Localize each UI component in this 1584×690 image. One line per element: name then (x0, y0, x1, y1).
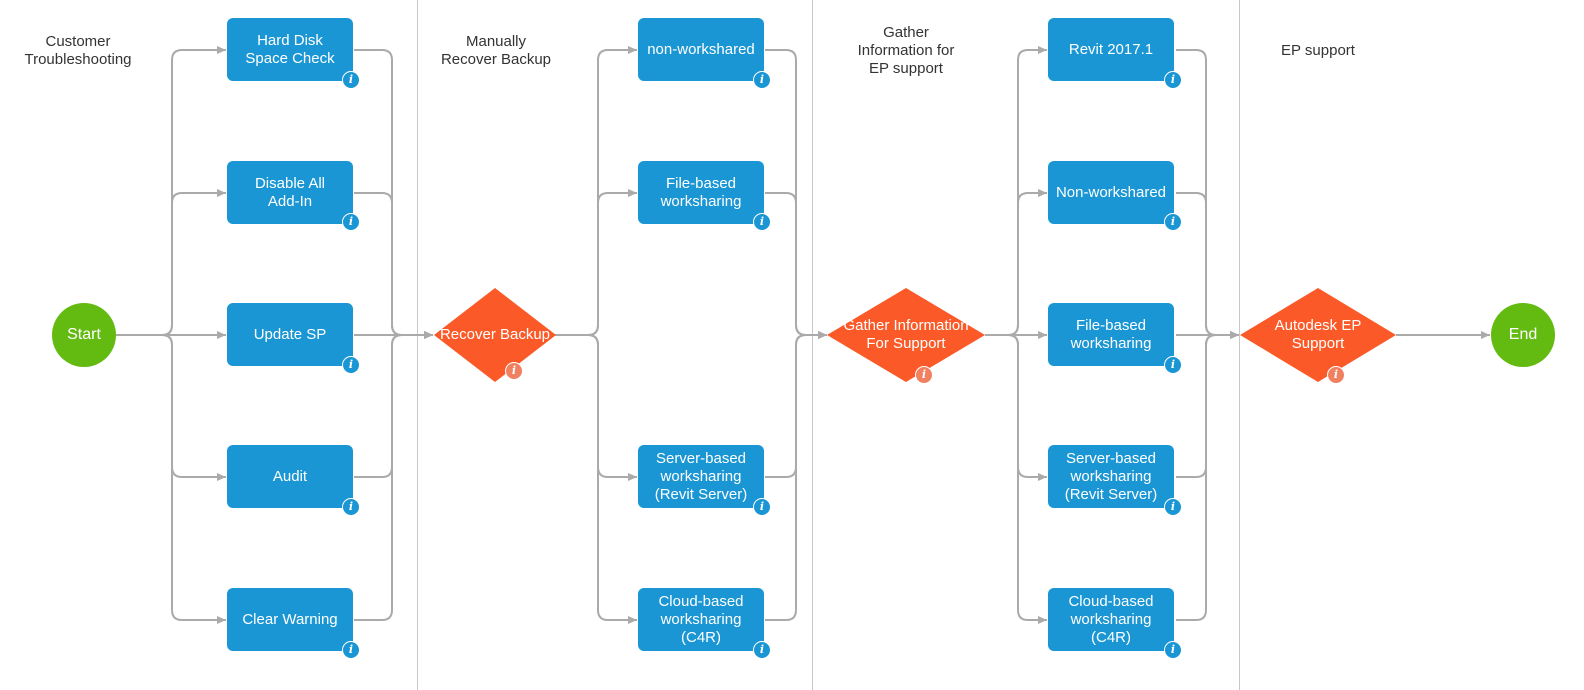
connector (555, 334, 637, 624)
task-non-workshared[interactable]: non-workshared (638, 18, 764, 81)
connector (354, 192, 433, 339)
info-icon[interactable]: i (1164, 213, 1182, 231)
lane-title-manually-recover-backup: Manually Recover Backup (440, 33, 552, 68)
info-icon[interactable]: i (753, 213, 771, 231)
task-disable-all-add-in[interactable]: Disable All Add-In (227, 161, 353, 224)
info-icon[interactable]: i (753, 498, 771, 516)
lane-divider (812, 0, 813, 690)
lane-title-customer-troubleshooting: Customer Troubleshooting (24, 33, 132, 68)
task-update-sp[interactable]: Update SP (227, 303, 353, 366)
lane-divider (417, 0, 418, 690)
autodesk-ep-support-decision[interactable] (1240, 288, 1396, 382)
task-hard-disk-space-check[interactable]: Hard Disk Space Check (227, 18, 353, 81)
lane-title-gather-information: Gather Information for EP support (857, 24, 955, 77)
info-icon[interactable]: i (505, 362, 523, 380)
start-node[interactable] (52, 303, 116, 367)
recover-backup-decision[interactable] (434, 288, 556, 382)
info-icon[interactable]: i (1164, 71, 1182, 89)
connector (985, 189, 1047, 336)
end-node[interactable] (1491, 303, 1555, 367)
task-cloud-based-worksharing-info[interactable]: Cloud-based worksharing (C4R) (1048, 588, 1174, 651)
gather-information-decision[interactable] (827, 288, 985, 382)
task-file-based-worksharing[interactable]: File-based worksharing (638, 161, 764, 224)
lane-title-ep-support: EP support (1281, 42, 1355, 59)
info-icon[interactable]: i (342, 213, 360, 231)
connector (555, 334, 637, 481)
info-icon[interactable]: i (342, 356, 360, 374)
connector (1176, 331, 1239, 621)
connector (354, 331, 433, 478)
connector (354, 331, 433, 621)
task-file-based-worksharing-info[interactable]: File-based worksharing (1048, 303, 1174, 366)
task-audit[interactable]: Audit (227, 445, 353, 508)
info-icon[interactable]: i (1327, 366, 1345, 384)
info-icon[interactable]: i (753, 71, 771, 89)
connector (985, 334, 1047, 481)
task-clear-warning[interactable]: Clear Warning (227, 588, 353, 651)
task-non-workshared-info[interactable]: Non-workshared (1048, 161, 1174, 224)
lane-divider (1239, 0, 1240, 690)
connector (985, 334, 1047, 624)
info-icon[interactable]: i (342, 641, 360, 659)
connector (1176, 331, 1239, 478)
connector (765, 192, 827, 339)
task-server-based-worksharing[interactable]: Server-based worksharing (Revit Server) (638, 445, 764, 508)
info-icon[interactable]: i (1164, 356, 1182, 374)
info-icon[interactable]: i (342, 71, 360, 89)
info-icon[interactable]: i (342, 498, 360, 516)
info-icon[interactable]: i (1164, 498, 1182, 516)
connector (765, 331, 827, 621)
info-icon[interactable]: i (753, 641, 771, 659)
info-icon[interactable]: i (1164, 641, 1182, 659)
connector (116, 189, 226, 336)
task-cloud-based-worksharing[interactable]: Cloud-based worksharing (C4R) (638, 588, 764, 651)
info-icon[interactable]: i (915, 366, 933, 384)
connector (1176, 192, 1239, 339)
connector (555, 189, 637, 336)
connector (116, 334, 226, 624)
task-server-based-worksharing-info[interactable]: Server-based worksharing (Revit Server) (1048, 445, 1174, 508)
task-revit-2017-1[interactable]: Revit 2017.1 (1048, 18, 1174, 81)
